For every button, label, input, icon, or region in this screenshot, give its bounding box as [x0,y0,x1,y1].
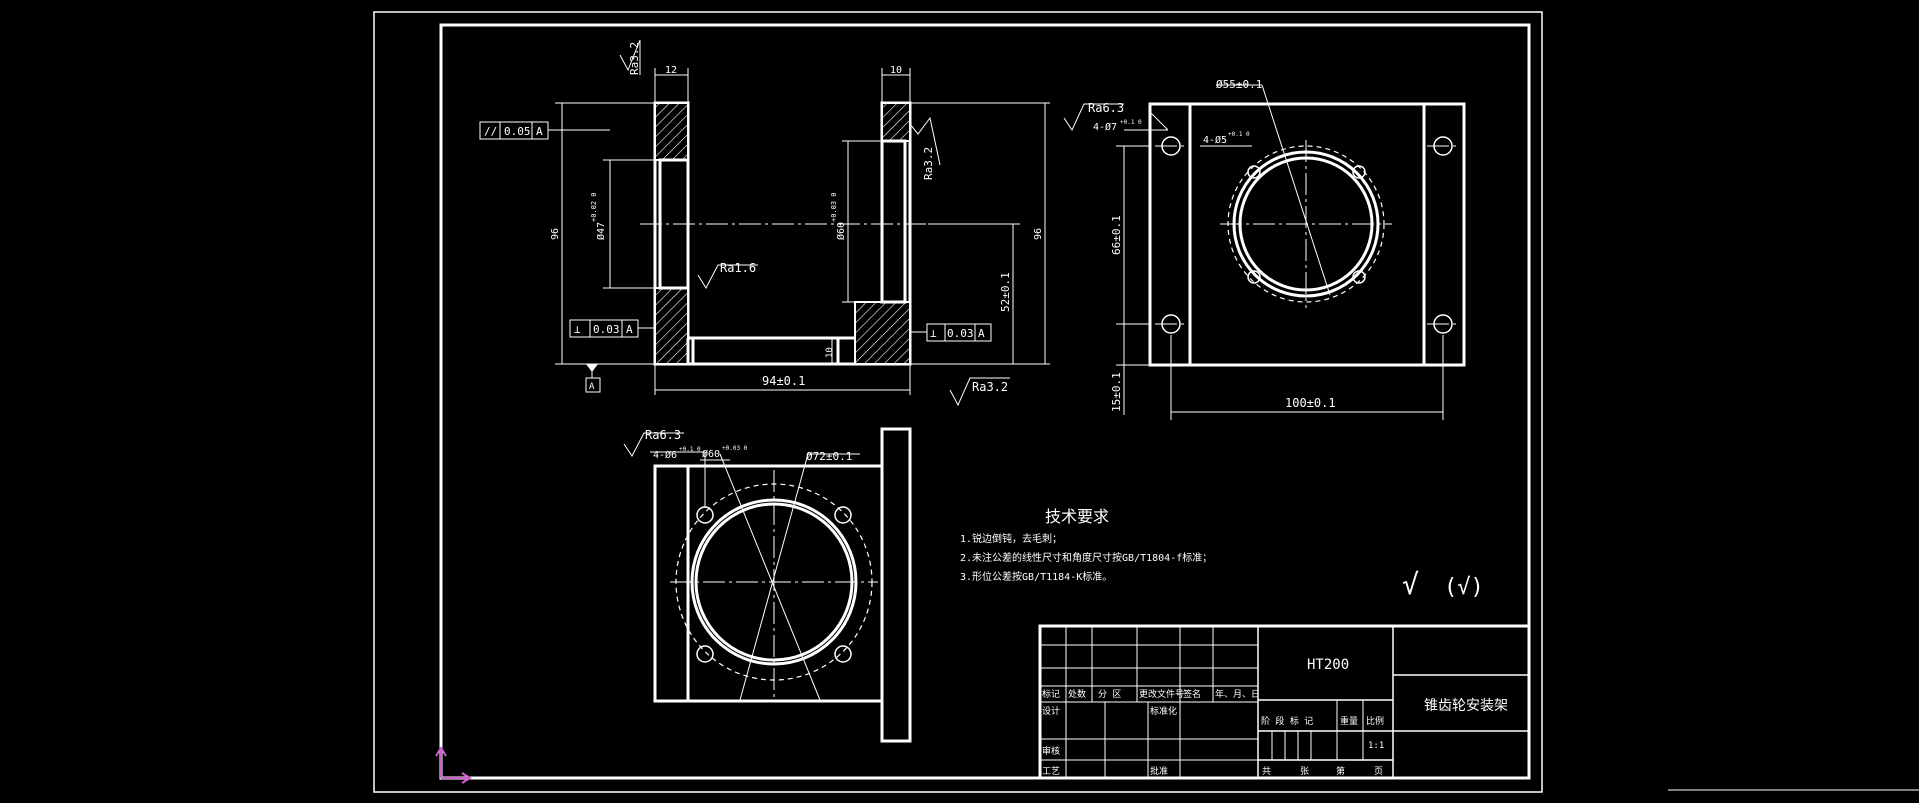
roughness-front-bottom: Ra3.2 [972,380,1008,394]
title-row-process: 工艺 [1042,766,1060,777]
title-header-count: 处数 [1068,688,1086,700]
other-roughness-symbol-paren: (√) [1444,575,1484,600]
tech-req-heading: 技术要求 [1045,507,1109,526]
side-dim-small-holes: 4-Ø5 [1203,134,1227,146]
side-dim-small-holes-tol: +0.1 0 [1228,131,1250,138]
front-dim-base-thickness: 10 [825,347,835,358]
front-dim-width: 94±0.1 [762,374,805,388]
front-section-view [479,39,1050,407]
tech-req-item-2: 2.未注公差的线性尺寸和角度尺寸按GB/T1804-f标准； [960,551,1212,564]
side-dim-corner-holes-tol: +0.1 0 [1120,119,1142,126]
parallel-value: 0.05 [504,125,531,138]
title-row-review: 审核 [1042,745,1060,757]
perp-right-datum: A [978,327,985,340]
top-view [623,427,912,743]
front-dim-height-right: 96 [1033,228,1044,240]
top-dim-holes: 4-Ø6 [653,449,677,461]
front-dim-bore-right: Ø60 [835,222,847,240]
parallel-symbol: // [484,125,497,138]
top-dim-holes-tol: +0.1 0 [679,446,701,453]
outer-sheet-border [373,11,1543,793]
perp-left-symbol: ⊥ [574,323,581,336]
title-row-approve: 批准 [1150,765,1168,777]
front-dim-bore-right-tol: +0.03 0 [830,192,838,222]
side-dim-height: 66±0.1 [1110,215,1123,255]
front-dim-right-wall: 10 [890,65,902,76]
title-header-doc: 更改文件号 [1139,688,1184,700]
datum-label: A [589,382,595,392]
title-scale-value: 1:1 [1368,741,1384,751]
front-dim-bore-left-tol: +0.02 0 [590,192,598,222]
top-dim-bore-tol: +0.03 0 [722,445,748,452]
front-dim-height-left: 96 [550,228,561,240]
side-dim-width: 100±0.1 [1285,396,1336,410]
title-sheet-current: 第 [1336,765,1345,777]
tech-req-item-3: 3.形位公差按GB/T1184-K标准。 [960,570,1112,583]
title-sheet-current-unit: 页 [1374,766,1383,777]
roughness-front-inner: Ra1.6 [720,261,756,275]
title-block [1038,624,1531,780]
title-scale-label: 比例 [1366,715,1384,727]
perp-left-value: 0.03 [593,323,620,336]
front-dim-bore-left: Ø47 [595,222,607,240]
perp-right-symbol: ⊥ [930,327,937,340]
side-view [1063,84,1466,420]
title-part-name: 锥齿轮安装架 [1424,698,1508,714]
title-header-date: 年、月、日 [1215,688,1260,700]
roughness-side-holes: Ra6.3 [1088,101,1124,115]
title-row-standard: 标准化 [1150,705,1177,717]
title-header-mark: 标记 [1042,688,1060,700]
perp-left-datum: A [626,323,633,336]
title-header-sign: 签名 [1183,688,1201,700]
title-header-zone: 分 区 [1098,689,1121,700]
side-dim-bolt-circle: Ø55±0.1 [1216,78,1262,91]
roughness-front-top-right: Ra3.2 [922,147,935,180]
side-dim-corner-holes: 4-Ø7 [1093,121,1117,133]
parallel-datum: A [536,125,543,138]
title-sheet-total: 共 [1262,766,1271,777]
front-dim-left-wall: 12 [665,65,677,76]
title-row-design: 设计 [1042,705,1060,717]
side-dim-bottom-offset: 15±0.1 [1110,372,1123,412]
title-weight-label: 重量 [1340,715,1358,727]
title-stage-label: 阶 段 标 记 [1261,715,1313,727]
front-dim-center-height: 52±0.1 [999,272,1012,312]
roughness-top-holes: Ra6.3 [645,428,681,442]
title-material: HT200 [1307,657,1349,673]
roughness-front-top-left: Ra3.2 [628,42,641,75]
tech-req-item-1: 1.锐边倒钝，去毛刺； [960,532,1062,545]
perp-right-value: 0.03 [947,327,974,340]
inner-sheet-border [439,23,1531,780]
top-dim-bore: Ø60 [702,448,720,460]
title-sheet-total-unit: 张 [1300,766,1309,777]
other-roughness-symbol: √ [1402,568,1419,601]
ucs-icon [435,746,472,784]
top-dim-bolt-circle: Ø72±0.1 [806,450,852,463]
